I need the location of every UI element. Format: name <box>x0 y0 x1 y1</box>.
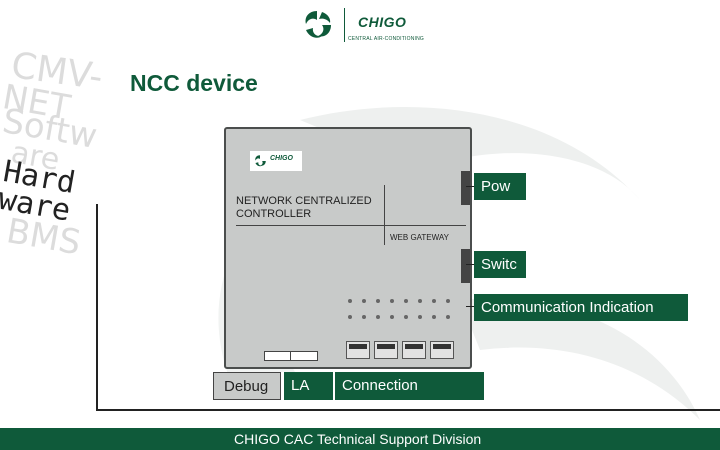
led-dot <box>404 315 408 319</box>
callout-line-switch <box>466 264 474 265</box>
chigo-logo-icon <box>305 11 331 38</box>
device-title: NETWORK CENTRALIZED CONTROLLER <box>236 195 372 221</box>
debug-callout[interactable]: Debug <box>213 372 281 400</box>
connection-port-row <box>346 341 456 359</box>
led-dot <box>348 299 352 303</box>
terminal-port <box>402 341 426 359</box>
device-title-line1: NETWORK CENTRALIZED <box>236 195 372 207</box>
led-dot <box>432 299 436 303</box>
led-row-bottom <box>346 311 456 321</box>
logo-tagline: CENTRAL AIR-CONDITIONING <box>348 36 425 42</box>
led-dot <box>418 299 422 303</box>
lan-callout[interactable]: LA <box>281 372 333 400</box>
communication-indication-callout[interactable]: Communication Indication <box>474 294 688 321</box>
power-callout[interactable]: Pow <box>474 173 526 200</box>
terminal-port <box>430 341 454 359</box>
device-logo: CHIGO <box>250 151 302 171</box>
led-dot <box>446 315 450 319</box>
led-dot <box>376 299 380 303</box>
device-divider-horizontal <box>236 225 466 226</box>
lan-port <box>290 351 318 361</box>
led-dot <box>348 315 352 319</box>
led-dot <box>432 315 436 319</box>
led-dot <box>418 315 422 319</box>
power-port-tag <box>461 171 470 205</box>
switch-callout[interactable]: Switc <box>474 251 526 278</box>
led-dot <box>390 299 394 303</box>
logo-brand-text: CHIGO <box>358 14 407 30</box>
led-dot <box>376 315 380 319</box>
device-title-line2: CONTROLLER <box>236 208 312 220</box>
footer-text: CHIGO CAC Technical Support Division <box>234 431 482 447</box>
hardware-bracket-horizontal <box>96 409 720 411</box>
connection-callout[interactable]: Connection <box>335 372 484 400</box>
debug-port <box>264 351 292 361</box>
led-row-top <box>346 295 456 305</box>
device-divider-vertical <box>384 185 385 245</box>
device-logo-text: CHIGO <box>270 155 293 162</box>
header-logo: CHIGO CENTRAL AIR-CONDITIONING <box>300 6 450 44</box>
page-title: NCC device <box>130 70 258 96</box>
switch-port-tag <box>461 249 470 283</box>
terminal-port <box>346 341 370 359</box>
led-dot <box>362 315 366 319</box>
device-logo-icon <box>255 155 266 167</box>
callout-line-power <box>466 186 474 187</box>
logo-divider <box>344 8 345 42</box>
hardware-bracket-vertical <box>96 204 98 410</box>
footer-bar: CHIGO CAC Technical Support Division <box>0 428 720 450</box>
device-subtitle: WEB GATEWAY <box>390 233 449 242</box>
led-dot <box>362 299 366 303</box>
terminal-port <box>374 341 398 359</box>
callout-line-comm <box>466 306 474 307</box>
led-dot <box>390 315 394 319</box>
ncc-device-image: CHIGO NETWORK CENTRALIZED CONTROLLER WEB… <box>224 127 472 369</box>
led-dot <box>404 299 408 303</box>
led-dot <box>446 299 450 303</box>
